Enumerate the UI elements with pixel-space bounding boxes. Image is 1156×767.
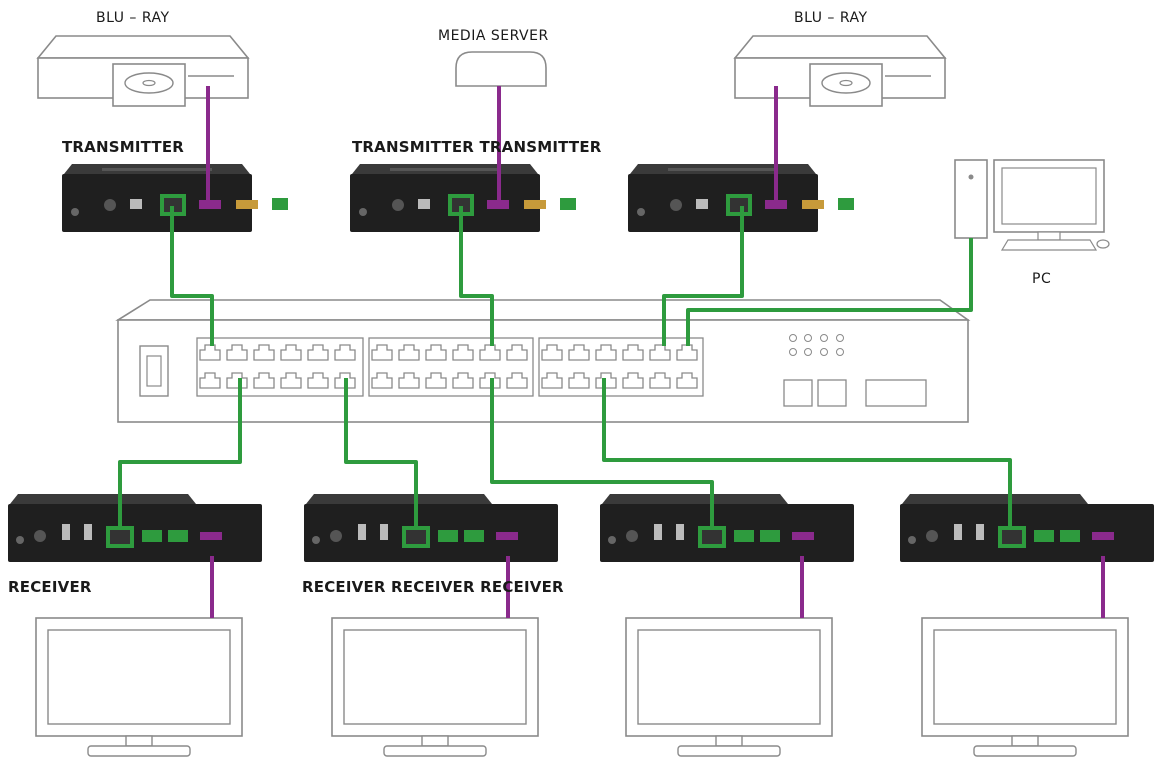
label-media-server: MEDIA SERVER <box>438 28 549 44</box>
tv-monitor-4 <box>921 617 1129 757</box>
label-receiver-left: RECEIVER <box>8 578 92 596</box>
label-transmitter-left: TRANSMITTER <box>62 138 185 156</box>
hdmi-receiver-4 <box>900 494 1154 562</box>
tv-monitor-2 <box>331 617 539 757</box>
tv-monitor-1 <box>35 617 243 757</box>
hdmi-receiver-2 <box>304 494 558 562</box>
hdmi-transmitter-left <box>62 164 288 232</box>
ethernet-tx-right <box>662 206 744 346</box>
ethernet-rx-4 <box>602 378 1012 530</box>
label-blu-ray-right: BLU – RAY <box>794 10 868 26</box>
label-transmitter-pair: TRANSMITTER TRANSMITTER <box>352 138 602 156</box>
hdmi-receiver-1 <box>8 494 262 562</box>
label-pc: PC <box>1032 271 1052 287</box>
tv-monitor-3 <box>625 617 833 757</box>
ethernet-tx-left <box>170 206 214 346</box>
ethernet-rx-1 <box>118 378 242 530</box>
ethernet-cables <box>118 206 1012 530</box>
ethernet-rx-2 <box>344 378 418 530</box>
network-switch-icon <box>115 299 971 423</box>
label-blu-ray-left: BLU – RAY <box>96 10 170 26</box>
ethernet-rx-3 <box>490 378 714 530</box>
desktop-pc-icon <box>954 159 1110 251</box>
media-server-box <box>455 51 547 87</box>
hdmi-cables <box>206 86 1105 618</box>
blu-ray-player-right <box>734 35 946 107</box>
hdmi-receiver-3 <box>600 494 854 562</box>
ethernet-tx-center <box>459 206 494 346</box>
ethernet-pc <box>686 238 973 346</box>
blu-ray-player-left <box>37 35 249 107</box>
label-receiver-group: RECEIVER RECEIVER RECEIVER <box>302 578 564 596</box>
